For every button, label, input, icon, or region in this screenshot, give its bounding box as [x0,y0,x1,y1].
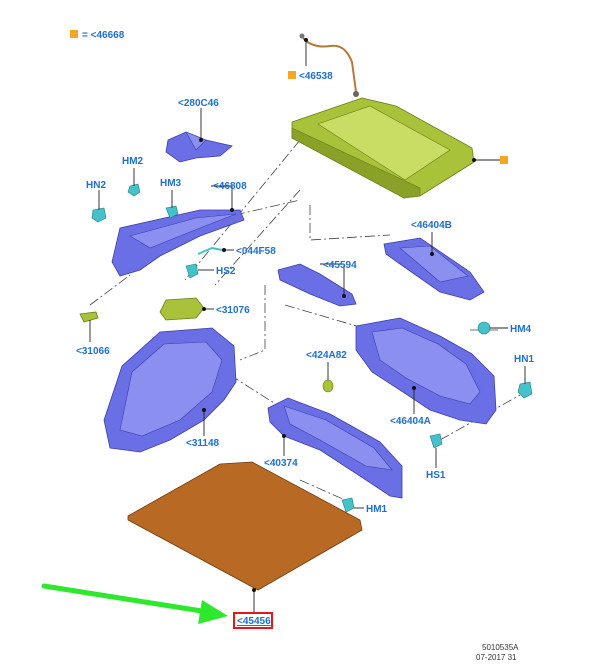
leader-dot-31076 [202,307,206,311]
plug-424a82 [322,379,334,393]
clip-hm4 [477,321,491,335]
label-45456[interactable]: <45456 [237,616,271,627]
leader-dot-31148 [202,408,206,412]
assembly-line-45594 [239,285,266,361]
label-hm4[interactable]: HM4 [510,324,532,335]
parcel-shelf [291,97,475,199]
assembly-line-shelf-2 [214,189,301,286]
label-31076[interactable]: <31076 [216,305,250,316]
cable-end-connector [353,91,359,97]
clip-hn2 [91,207,107,223]
label-280c46[interactable]: <280C46 [178,98,219,109]
clip-hm3 [165,205,179,219]
label-46404a[interactable]: <46404A [390,416,431,427]
assembly-line-top [234,199,301,216]
bracket-280c46 [165,131,233,163]
label-31066[interactable]: <31066 [76,346,110,357]
green-arrow-icon [41,583,228,624]
pad-31076 [159,297,205,321]
trim-46404b [383,237,485,301]
assembly-line-31066 [89,274,131,306]
clip-hs2 [185,263,199,279]
label-044f58[interactable]: <044F58 [236,246,276,257]
drawing-number: 5010535A [482,643,519,652]
clip-hm2 [127,183,141,197]
date-code: 07-2017 31 [476,653,517,662]
cable-connector [299,33,305,39]
marker-orange-shelf [500,156,508,164]
trim-45594 [277,263,357,307]
leader-dot-46808 [230,208,234,212]
leader-dot-46404b [430,252,434,256]
leader-dot-shelf [472,158,476,162]
leader-dot-044f58 [222,248,226,252]
legend-label: = <46668 [82,30,125,41]
label-45594[interactable]: <45594 [323,260,357,271]
label-hm1[interactable]: HM1 [366,504,388,515]
assembly-line-shelf [184,139,301,281]
trim-46404a [355,317,497,425]
leader-dot-280c46 [199,138,203,142]
label-hs1[interactable]: HS1 [426,470,446,481]
sill-40374 [267,397,403,499]
label-46538[interactable]: <46538 [299,71,333,82]
label-46404b[interactable]: <46404B [411,220,452,231]
cable-46538 [301,35,357,93]
leader-dot-46404a [412,386,416,390]
label-hm2[interactable]: HM2 [122,156,144,167]
marker-orange-46538 [288,71,296,79]
label-hn2[interactable]: HN2 [86,180,106,191]
trim-31148 [103,327,237,453]
wire-044f58 [197,246,223,255]
clip-hn1 [517,381,533,399]
highlight-box-45456 [233,612,273,629]
leader-46808 [211,185,233,210]
assembly-line-hm1 [299,479,346,501]
label-hs2[interactable]: HS2 [216,266,236,277]
label-40374[interactable]: <40374 [264,458,298,469]
label-424a82[interactable]: <424A82 [306,350,347,361]
legend-orange-square [70,30,78,38]
label-31148[interactable]: <31148 [186,438,220,449]
clip-hs1 [429,433,443,449]
leader-dot-40374 [282,434,286,438]
label-46808[interactable]: <46808 [213,181,247,192]
leader-dot-46538 [304,38,308,42]
clip-31066 [79,311,99,323]
label-hm3[interactable]: HM3 [160,178,182,189]
clip-hm1 [341,497,355,513]
leader-dot-45456 [252,588,256,592]
assembly-line-46404b [309,205,391,241]
leader-dot-45594 [342,294,346,298]
trim-46808 [111,209,245,277]
label-hn1[interactable]: HN1 [514,354,534,365]
load-floor-mat-45456 [127,461,363,591]
